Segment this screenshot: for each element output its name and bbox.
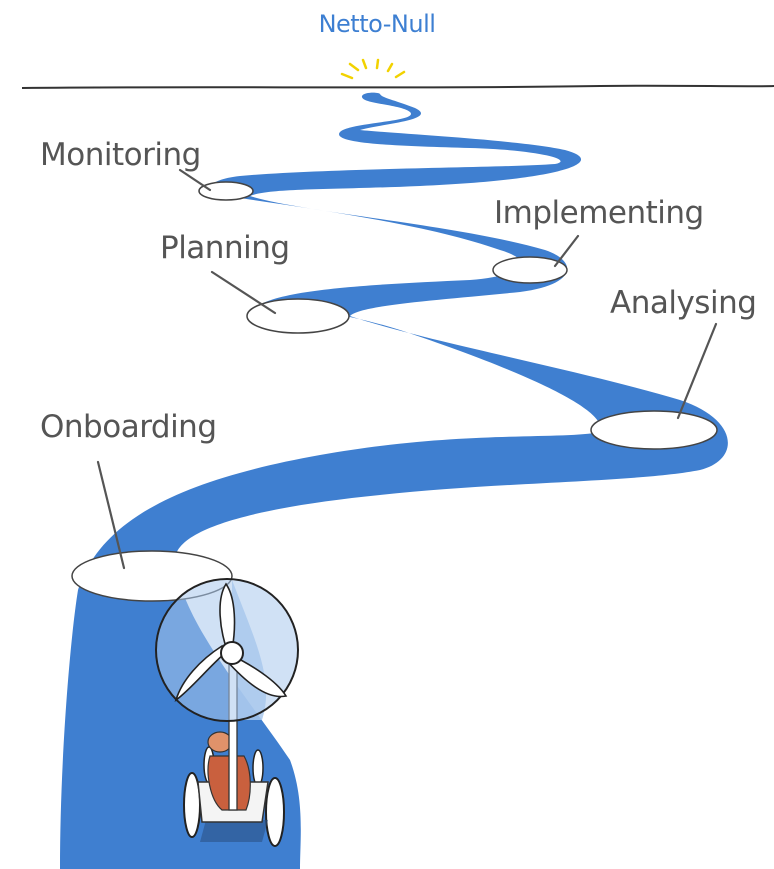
goal-title: Netto-Null: [318, 10, 436, 38]
milestone-implementing: [492, 256, 568, 284]
stage-label-analysing: Analysing: [610, 285, 757, 321]
leader-onboarding: [96, 460, 126, 570]
leader-planning: [210, 270, 277, 315]
stage-label-implementing: Implementing: [494, 195, 704, 231]
leader-analysing: [676, 322, 718, 420]
stage-label-planning: Planning: [160, 230, 290, 266]
leader-implementing: [553, 234, 580, 268]
leader-monitoring: [178, 168, 212, 192]
milestone-monitoring: [198, 181, 254, 201]
horizon-line: [21, 84, 774, 89]
turbine-cart-icon: [155, 578, 299, 847]
sunrise-icon: [340, 58, 406, 80]
stage-label-monitoring: Monitoring: [40, 137, 201, 173]
milestone-analysing: [590, 410, 718, 450]
milestone-planning: [246, 298, 350, 334]
stage-label-onboarding: Onboarding: [40, 409, 217, 445]
